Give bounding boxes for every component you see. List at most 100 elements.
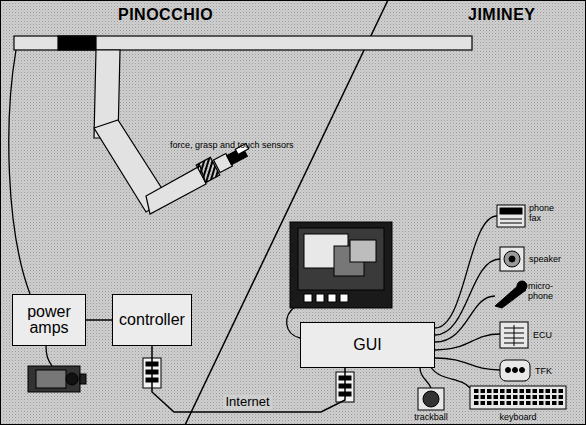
device-label: micro- phone [528,281,562,301]
microphone-icon [495,281,527,308]
device-label: TFK [535,366,552,376]
drawing-part [28,366,80,392]
wires [9,50,500,388]
drawing-part [420,368,431,388]
drawing-part [487,401,492,405]
drawing-part [435,358,500,370]
drawing-part [526,395,531,399]
drawing-part [481,401,486,405]
drawing-part [316,294,324,302]
drawing-part [287,306,300,338]
box-label: controller [119,312,185,328]
drawing-part [474,401,479,405]
drawing-part [304,294,312,302]
sensor-label: force, grasp and touch sensors [170,140,294,150]
drawing-part [513,395,518,399]
drawing-part [340,294,348,302]
drawing-part [328,294,336,302]
drawing-part [435,334,500,350]
drawing-part [513,368,518,373]
drawing-part [552,389,557,393]
drawing-part [9,50,30,294]
monitor-icon [290,222,392,308]
drawing-part [494,395,499,399]
ecu-icon [500,322,528,348]
drawing-part [539,401,544,405]
drawing-part [520,389,525,393]
drawing-part [430,366,470,388]
drawing-part [494,401,499,405]
drawing-part [533,389,538,393]
drawing-part [552,395,557,399]
drawing-part [546,395,551,399]
device-label: keyboard [493,412,543,422]
drawing-part [507,401,512,405]
drawing-part [290,222,392,308]
drawing-part [504,251,520,267]
drawing-part [507,389,512,393]
device-label: speaker [529,254,561,264]
connector-line [86,319,112,321]
drawing-part [546,389,551,393]
drawing-part [526,401,531,405]
drawing-part [474,389,479,393]
drawing-part [539,395,544,399]
drawing-part [520,395,525,399]
drawing-part [423,391,439,407]
drawing-part [36,370,66,388]
drawing-part [533,401,538,405]
drawing-part [500,322,528,348]
device-label: ECU [533,330,552,340]
drawing-part [470,386,566,409]
drawing-part [526,389,531,393]
drawing-part [500,401,505,405]
drawing-part [506,368,511,373]
drawing-part [509,256,515,262]
drawing-part [513,389,518,393]
drawing-part [500,247,524,271]
drawing-part [146,166,206,214]
drawing-part [481,389,486,393]
drawing-part [497,205,525,227]
drawing-part [514,325,515,346]
gui-box: GUI [300,322,435,368]
drawing-part [435,216,497,328]
drawing-part [559,395,564,399]
drawing-part [520,368,525,373]
box-label: GUI [353,337,381,353]
drawing-part [500,208,522,214]
drawing-part [520,401,525,405]
trackball-icon [418,388,444,410]
drawing-part [513,401,518,405]
drawing-part [500,360,530,381]
drawing-part [46,346,52,366]
system-title: JIMINEY [468,6,536,24]
system-title: PINOCCHIO [118,6,213,24]
drawing-part [546,401,551,405]
drawing-part [474,389,563,405]
drawing-part [500,219,522,220]
drawing-part [298,228,384,290]
drawing-part [80,374,86,384]
drawing-part [494,389,499,393]
box-label: power amps [18,304,80,336]
drawing-part [500,395,505,399]
drawing-part [507,395,512,399]
drawing-part [500,223,522,224]
drawing-part [474,395,479,399]
controller-box: controller [112,294,192,346]
connector-label: Internet [223,395,271,409]
camera-icon [28,366,86,392]
robot-arm [14,36,472,214]
drawing-part [58,36,96,50]
drawing-part [559,389,564,393]
drawing-part [66,373,78,385]
drawing-part [559,401,564,405]
drawing-part [487,395,492,399]
drawing-part [539,389,544,393]
